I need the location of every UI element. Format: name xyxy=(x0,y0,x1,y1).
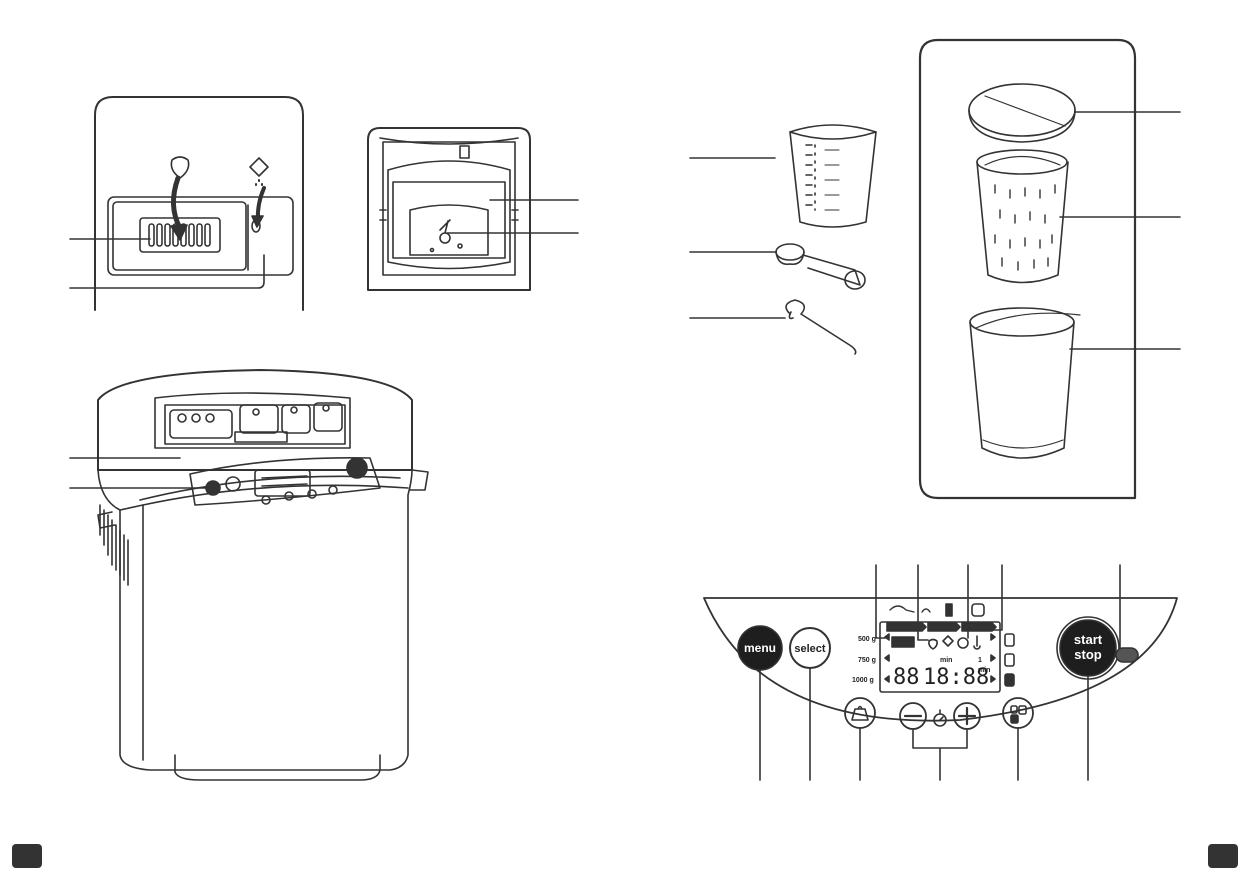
timer-icon xyxy=(933,713,947,727)
temperature-icon xyxy=(973,635,981,650)
loaf-icon-medium xyxy=(1004,653,1015,667)
mode-icon-3 xyxy=(945,603,953,617)
weight-750-label: 750 g xyxy=(858,657,876,664)
select-button-label: select xyxy=(794,643,826,655)
bread-pan-top-view xyxy=(367,127,579,291)
strainer-basket xyxy=(976,149,1069,284)
yogurt-kit-box xyxy=(918,38,1181,500)
pot-lid xyxy=(968,83,1076,143)
recipe-book-icon xyxy=(891,636,915,648)
start-button-label: start xyxy=(1074,632,1103,647)
paddle-removal-hook xyxy=(785,299,857,355)
lid-dispenser-windows xyxy=(169,402,343,439)
program-progress-bar xyxy=(886,622,997,632)
vent-slots xyxy=(148,223,211,247)
page-corner-mark-right xyxy=(1208,844,1238,868)
display-min-label: min xyxy=(940,657,952,664)
display-one-label: 1 xyxy=(978,657,982,664)
yeast-sachet-icon xyxy=(249,157,269,177)
weight-icon xyxy=(851,705,869,721)
weight-500-label: 500 g xyxy=(858,636,876,643)
yeast-indicator-icon xyxy=(942,635,954,647)
bread-maker-body xyxy=(69,369,429,781)
nut-indicator-icon xyxy=(928,638,938,650)
side-vents xyxy=(99,504,129,586)
weight-1000-label: 1000 g xyxy=(852,677,874,684)
power-indicator-grip xyxy=(1115,647,1139,663)
dispenser-detail xyxy=(69,96,304,311)
mode-icon-2 xyxy=(921,608,931,613)
display-program-digits: 88 xyxy=(893,665,920,690)
loaf-icon-large xyxy=(1004,673,1015,687)
loaf-icon-small xyxy=(1004,633,1015,647)
page-corner-mark-left xyxy=(12,844,42,868)
timer-indicator-icon xyxy=(957,637,969,649)
display-time-digits: 18:88 xyxy=(923,665,989,690)
nut-icon xyxy=(170,156,190,179)
display-min-label-2: min xyxy=(978,667,990,674)
outer-pot xyxy=(969,307,1081,459)
mode-icon-4 xyxy=(971,603,985,617)
stop-button-label: stop xyxy=(1074,647,1102,662)
measuring-cup xyxy=(789,124,877,228)
mode-icon-1 xyxy=(889,605,915,613)
accessories xyxy=(689,124,877,355)
menu-button-label: menu xyxy=(744,641,776,655)
control-panel xyxy=(703,564,1178,781)
measuring-spoon xyxy=(775,243,866,290)
